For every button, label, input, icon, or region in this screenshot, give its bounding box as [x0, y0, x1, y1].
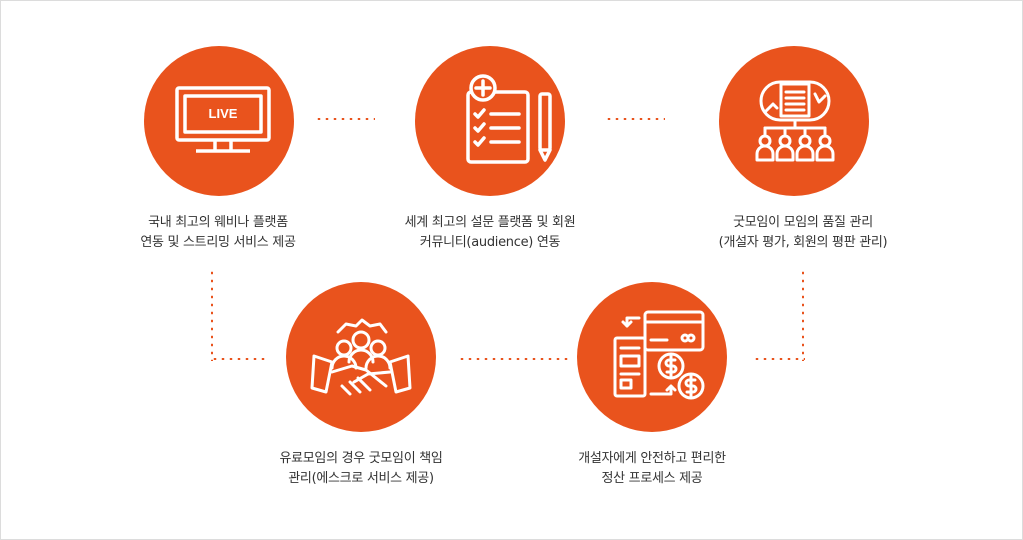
step-1-caption: 국내 최고의 웨비나 플랫폼 연동 및 스트리밍 서비스 제공 [140, 215, 296, 250]
payment-settlement-icon [613, 310, 705, 400]
step-2-caption: 세계 최고의 설문 플랫폼 및 회원 커뮤니티(audience) 연동 [404, 215, 576, 250]
audience-network-icon [755, 80, 835, 162]
survey-clipboard-icon [466, 74, 552, 164]
step-2-circle [415, 46, 565, 196]
step-5-circle [286, 282, 436, 432]
connector-1-5-horizontal [211, 358, 265, 360]
connector-4-5 [458, 358, 568, 360]
step-5-caption: 유료모임의 경우 굿모임이 책임 관리(에스크로 서비스 제공) [279, 451, 443, 486]
connector-2-3 [605, 118, 665, 120]
step-3-caption: 굿모임이 모임의 품질 관리 (개설자 평가, 회원의 평판 관리) [718, 215, 888, 250]
connector-3-4-vertical [802, 269, 804, 361]
live-tv-icon: LIVE [175, 86, 271, 153]
step-3-circle [719, 46, 869, 196]
step-4-circle [577, 282, 727, 432]
step-1-circle: LIVE [144, 46, 294, 196]
connector-1-5-vertical [211, 269, 213, 361]
svg-text:LIVE: LIVE [209, 106, 238, 121]
step-4-caption: 개설자에게 안전하고 편리한 정산 프로세스 제공 [578, 451, 726, 486]
connector-1-2 [315, 118, 375, 120]
connector-3-4-horizontal [753, 358, 805, 360]
handshake-team-icon [310, 318, 412, 396]
